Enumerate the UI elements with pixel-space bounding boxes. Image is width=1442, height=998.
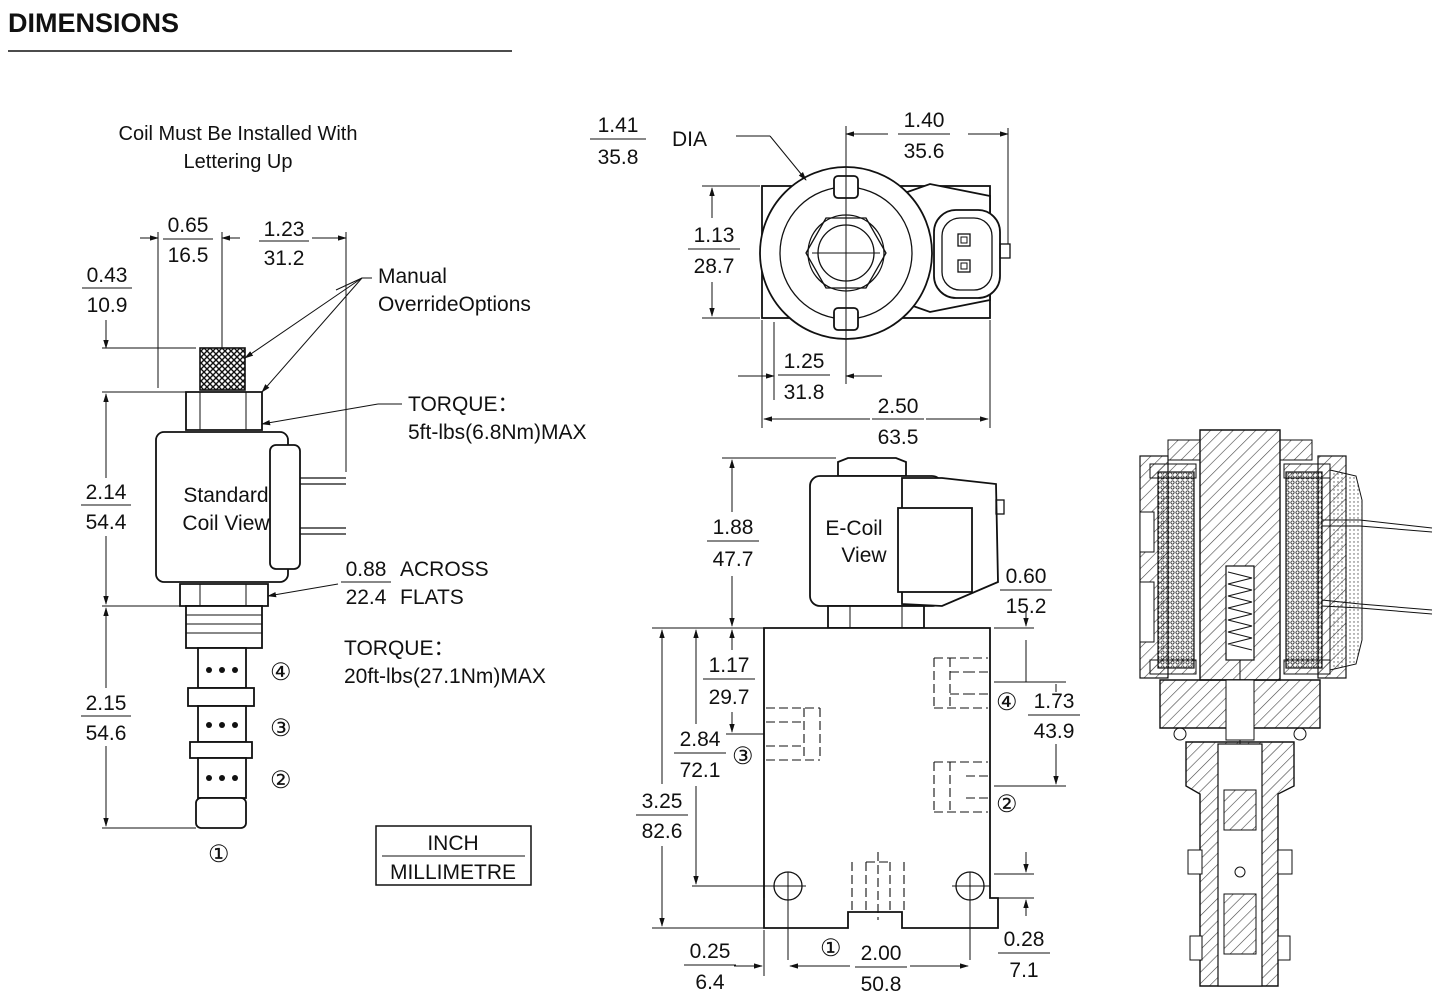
dim-113-inch: 1.13 — [694, 224, 735, 247]
e-coil-label2: View — [841, 544, 887, 567]
e-coil-label1: E-Coil — [825, 517, 882, 540]
coil-note-line1: Coil Must Be Installed With — [119, 123, 358, 145]
dim-123-inch: 1.23 — [264, 218, 305, 241]
dim-140-inch: 1.40 — [904, 109, 945, 132]
dim-250-mm: 63.5 — [878, 426, 919, 449]
dim-200-mm: 50.8 — [861, 973, 902, 996]
flats-mm: 22.4 — [346, 586, 387, 609]
legend-mm: MILLIMETRE — [390, 861, 516, 884]
standard-coil-body — [155, 431, 289, 583]
dim-188-mm: 47.7 — [713, 548, 754, 571]
dim-173-mm: 43.9 — [1034, 720, 1075, 743]
cross-section-view — [1139, 429, 1433, 987]
port-3-body: ③ — [732, 743, 754, 770]
dim-214-inch: 2.14 — [86, 481, 127, 504]
dim-200-inch: 2.00 — [861, 942, 902, 965]
torque-body-line2: 20ft-lbs(27.1Nm)MAX — [344, 665, 546, 688]
port-1-left: ① — [208, 841, 230, 868]
port-2-body: ② — [996, 791, 1018, 818]
dim-123-mm: 31.2 — [264, 247, 305, 270]
coil-nut — [185, 391, 263, 431]
port-4-body: ④ — [996, 689, 1018, 716]
torque-body-line1: TORQUE： — [344, 637, 454, 660]
dim-028-mm: 7.1 — [1009, 959, 1038, 982]
port-2-left: ② — [270, 767, 292, 794]
port-3-left: ③ — [270, 715, 292, 742]
torque-nut-line2: 5ft-lbs(6.8Nm)MAX — [408, 421, 587, 444]
dim-141-mm: 35.8 — [598, 146, 639, 169]
dim-141-inch: 1.41 — [598, 114, 639, 137]
dim-284-inch: 2.84 — [680, 728, 721, 751]
standard-coil-label2: Coil View — [182, 512, 270, 535]
dim-065-inch: 0.65 — [168, 214, 209, 237]
dim-117-mm: 29.7 — [709, 686, 750, 709]
flats-line1: ACROSS — [400, 558, 489, 581]
dim-173-inch: 1.73 — [1034, 690, 1075, 713]
unit-legend: INCH MILLIMETRE — [375, 825, 532, 886]
flats-inch: 0.88 — [346, 558, 387, 581]
dim-117-inch: 1.17 — [709, 654, 750, 677]
dim-215-mm: 54.6 — [86, 722, 127, 745]
port-4-left: ④ — [270, 659, 292, 686]
dim-060-inch: 0.60 — [1006, 565, 1047, 588]
standard-coil-drawing: Coil Must Be Installed With Lettering Up… — [78, 123, 587, 868]
override-knob — [199, 347, 246, 391]
dim-113-mm: 28.7 — [694, 255, 735, 278]
port-1-body: ① — [820, 935, 842, 962]
dim-065-mm: 16.5 — [168, 244, 209, 267]
dim-284-mm: 72.1 — [680, 759, 721, 782]
legend-inch: INCH — [427, 832, 478, 855]
dim-060-mm: 15.2 — [1006, 595, 1047, 618]
manual-override-line1: Manual — [378, 265, 447, 288]
dim-043-inch: 0.43 — [87, 264, 128, 287]
dia-label: DIA — [672, 128, 707, 151]
dim-140-mm: 35.6 — [904, 140, 945, 163]
standard-coil-label1: Standard — [183, 484, 268, 507]
dim-125-mm: 31.8 — [784, 381, 825, 404]
manual-override-line2: OverrideOptions — [378, 293, 531, 316]
coil-top-view: 1.41 35.8 DIA 1.40 35.6 1.13 28.7 1.25 3… — [590, 109, 1011, 449]
dim-214-mm: 54.4 — [86, 511, 127, 534]
dim-043-mm: 10.9 — [87, 294, 128, 317]
dim-125-inch: 1.25 — [784, 350, 825, 373]
dim-325-mm: 82.6 — [642, 820, 683, 843]
dim-250-inch: 2.50 — [878, 395, 919, 418]
e-coil-body-view: E-Coil View 1.88 47.7 1.17 29.7 2.84 — [636, 457, 1080, 996]
dim-025-inch: 0.25 — [690, 940, 731, 963]
dim-188-inch: 1.88 — [713, 516, 754, 539]
dim-028-inch: 0.28 — [1004, 928, 1045, 951]
page-title: DIMENSIONS — [8, 8, 179, 38]
dim-325-inch: 3.25 — [642, 790, 683, 813]
coil-note-line2: Lettering Up — [184, 151, 293, 173]
flats-line2: FLATS — [400, 586, 464, 609]
dim-215-inch: 2.15 — [86, 692, 127, 715]
dim-025-mm: 6.4 — [695, 971, 725, 994]
torque-nut-line1: TORQUE： — [408, 393, 518, 416]
